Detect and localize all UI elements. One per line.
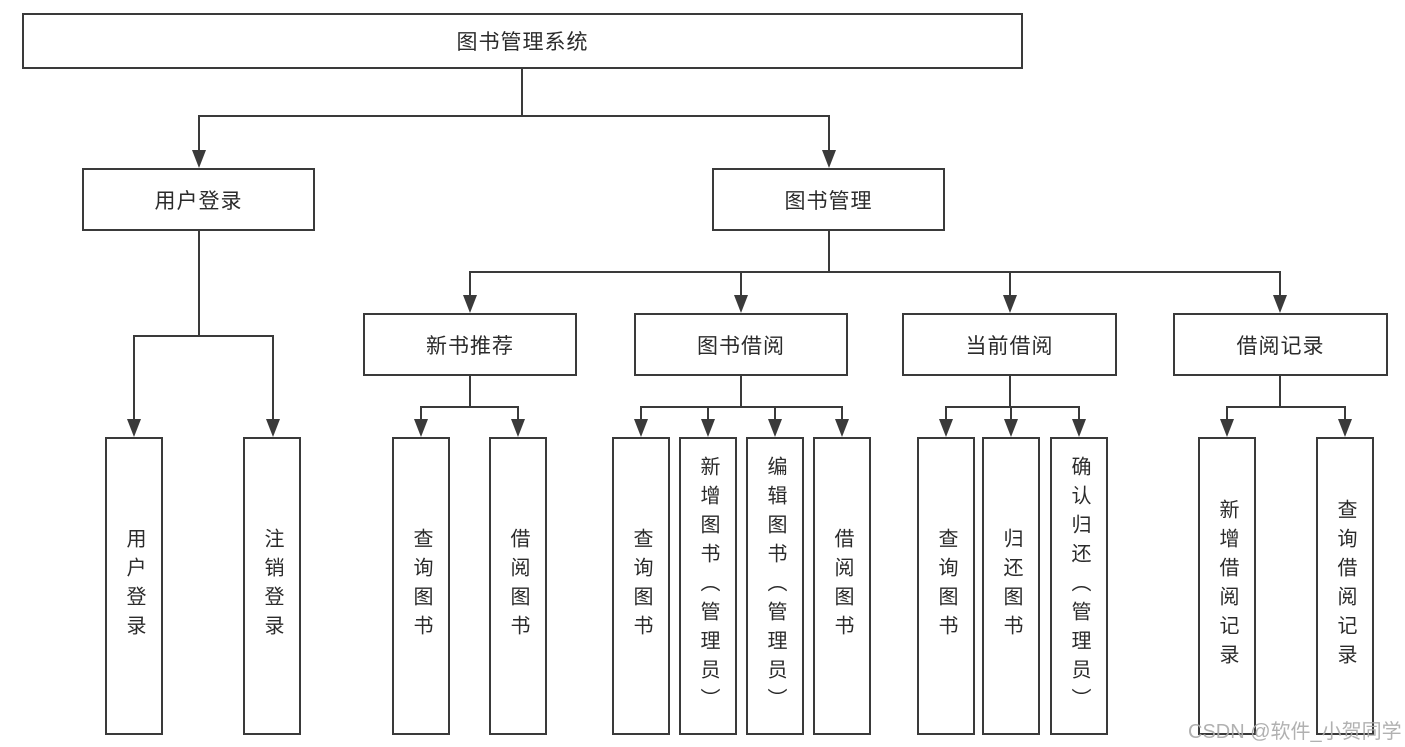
- node-label: 借阅记录: [1236, 334, 1325, 358]
- leaf-label: 查询图书: [935, 528, 957, 644]
- connector-line: [517, 406, 519, 421]
- node-label: 新书推荐: [426, 334, 514, 358]
- arrow-down-icon: [192, 150, 206, 168]
- arrow-down-icon: [463, 295, 477, 313]
- connector-line: [469, 271, 471, 297]
- node-book-borrowing: 图书借阅: [634, 313, 848, 376]
- connector-line: [945, 406, 1080, 408]
- arrow-down-icon: [1220, 419, 1234, 437]
- arrow-down-icon: [1072, 419, 1086, 437]
- leaf-recommend-borrow-book: 借阅图书: [489, 437, 547, 735]
- arrow-down-icon: [701, 419, 715, 437]
- connector-line: [420, 406, 519, 408]
- leaf-label: 查询图书: [410, 528, 432, 644]
- leaf-label: 新增借阅记录: [1216, 499, 1238, 673]
- leaf-label: 确认归还（管理员）: [1068, 455, 1090, 717]
- leaf-return-book: 归还图书: [982, 437, 1040, 735]
- connector-line: [828, 115, 830, 153]
- connector-line: [1279, 376, 1281, 408]
- connector-line: [1226, 406, 1228, 421]
- connector-line: [420, 406, 422, 421]
- arrow-down-icon: [511, 419, 525, 437]
- arrow-down-icon: [414, 419, 428, 437]
- arrow-down-icon: [768, 419, 782, 437]
- connector-line: [1078, 406, 1080, 421]
- connector-line: [272, 335, 274, 421]
- leaf-recommend-query-book: 查询图书: [392, 437, 450, 735]
- leaf-add-borrow-record: 新增借阅记录: [1198, 437, 1256, 735]
- connector-line: [133, 335, 135, 421]
- connector-line: [198, 115, 200, 153]
- connector-line: [1226, 406, 1346, 408]
- connector-line: [198, 231, 200, 337]
- connector-line: [1009, 376, 1011, 408]
- arrow-down-icon: [1273, 295, 1287, 313]
- arrow-down-icon: [734, 295, 748, 313]
- node-borrowing-records: 借阅记录: [1173, 313, 1388, 376]
- watermark: CSDN @软件_小贺同学: [1188, 721, 1402, 743]
- leaf-label: 查询借阅记录: [1334, 499, 1356, 673]
- connector-line: [1279, 271, 1281, 297]
- leaf-edit-book-admin: 编辑图书（管理员）: [746, 437, 804, 735]
- connector-line: [469, 376, 471, 408]
- connector-line: [198, 115, 830, 117]
- leaf-label: 用户登录: [123, 528, 145, 644]
- node-book-management: 图书管理: [712, 168, 945, 231]
- connector-line: [841, 406, 843, 421]
- leaf-query-borrow-record: 查询借阅记录: [1316, 437, 1374, 735]
- leaf-label: 新增图书（管理员）: [697, 455, 719, 717]
- connector-line: [1010, 406, 1012, 421]
- connector-line: [640, 406, 642, 421]
- connector-line: [469, 271, 1281, 273]
- arrow-down-icon: [822, 150, 836, 168]
- arrow-down-icon: [266, 419, 280, 437]
- node-label: 图书借阅: [697, 334, 785, 358]
- leaf-label: 查询图书: [630, 528, 652, 644]
- leaf-borrow-book: 借阅图书: [813, 437, 871, 735]
- connector-line: [740, 376, 742, 408]
- arrow-down-icon: [634, 419, 648, 437]
- node-current-borrowing: 当前借阅: [902, 313, 1117, 376]
- connector-line: [945, 406, 947, 421]
- leaf-label: 编辑图书（管理员）: [764, 455, 786, 717]
- leaf-borrowing-query-book: 查询图书: [612, 437, 670, 735]
- leaf-label: 注销登录: [261, 528, 283, 644]
- arrow-down-icon: [1004, 419, 1018, 437]
- leaf-user-login: 用户登录: [105, 437, 163, 735]
- connector-line: [740, 271, 742, 297]
- node-new-book-recommend: 新书推荐: [363, 313, 577, 376]
- leaf-confirm-return-admin: 确认归还（管理员）: [1050, 437, 1108, 735]
- leaf-label: 借阅图书: [507, 528, 529, 644]
- connector-line: [707, 406, 709, 421]
- node-label: 图书管理: [784, 189, 873, 213]
- connector-line: [774, 406, 776, 421]
- node-label: 当前借阅: [965, 334, 1054, 358]
- connector-line: [1009, 271, 1011, 297]
- connector-line: [828, 231, 830, 273]
- node-user-login: 用户登录: [82, 168, 315, 231]
- connector-line: [640, 406, 843, 408]
- arrow-down-icon: [939, 419, 953, 437]
- connector-line: [133, 335, 274, 337]
- leaf-current-query-book: 查询图书: [917, 437, 975, 735]
- leaf-logout: 注销登录: [243, 437, 301, 735]
- leaf-label: 归还图书: [1000, 528, 1022, 644]
- node-label: 用户登录: [154, 189, 243, 213]
- connector-line: [521, 69, 523, 117]
- arrow-down-icon: [1338, 419, 1352, 437]
- node-library-management-system: 图书管理系统: [22, 13, 1023, 69]
- leaf-label: 借阅图书: [831, 528, 853, 644]
- connector-line: [1344, 406, 1346, 421]
- arrow-down-icon: [1003, 295, 1017, 313]
- arrow-down-icon: [835, 419, 849, 437]
- leaf-add-book-admin: 新增图书（管理员）: [679, 437, 737, 735]
- arrow-down-icon: [127, 419, 141, 437]
- node-label: 图书管理系统: [456, 31, 589, 54]
